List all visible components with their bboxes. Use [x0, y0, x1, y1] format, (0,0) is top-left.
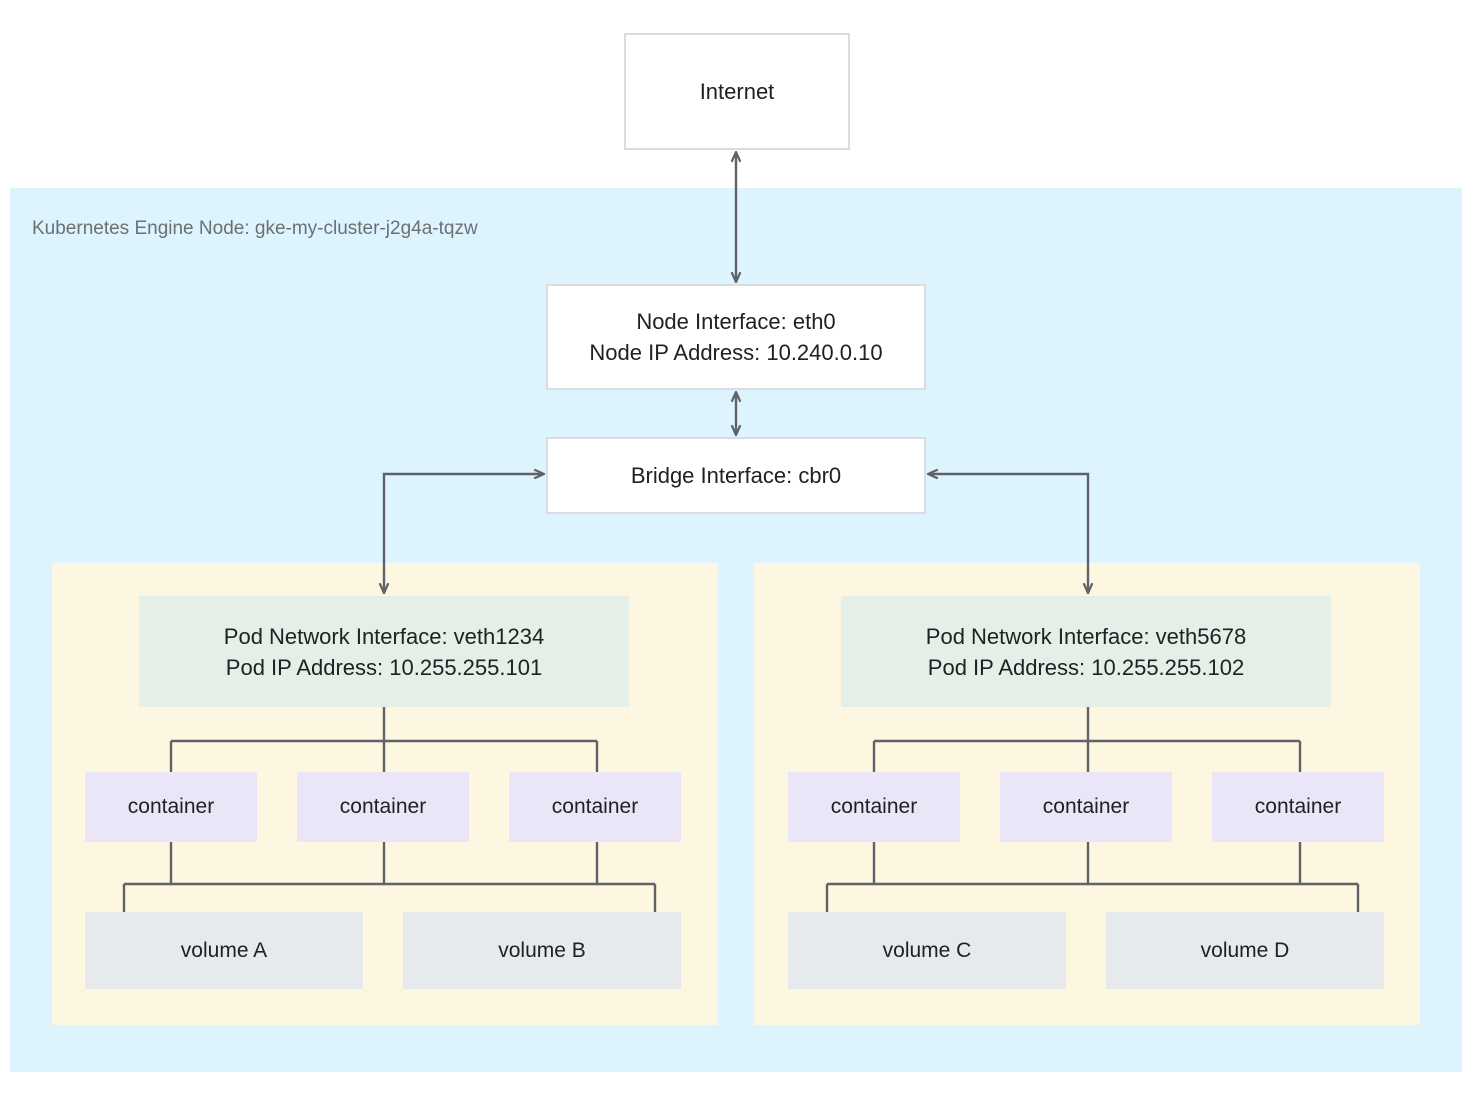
node-interface-name: Node Interface: eth0 [636, 309, 836, 334]
node-ip-address: Node IP Address: 10.240.0.10 [589, 340, 883, 365]
volume-box[interactable]: volume D [1106, 912, 1384, 989]
container-box[interactable]: container [1212, 772, 1384, 842]
pod-left-ip-address: Pod IP Address: 10.255.255.101 [225, 654, 543, 680]
container-box[interactable]: container [509, 772, 681, 842]
pod-right-ip-address: Pod IP Address: 10.255.255.102 [927, 654, 1245, 680]
pod-left-interface-name: Pod Network Interface: veth1234 [223, 623, 545, 649]
bridge-interface-box[interactable]: Bridge Interface: cbr0 [546, 437, 926, 514]
pod-network-interface-left[interactable]: Pod Network Interface: veth1234 Pod IP A… [139, 596, 629, 707]
volume-label: volume A [180, 938, 268, 962]
container-label: container [1254, 795, 1342, 818]
container-label: container [830, 795, 918, 818]
container-label: container [1042, 795, 1130, 818]
pod-right-interface-name: Pod Network Interface: veth5678 [925, 623, 1247, 649]
volume-box[interactable]: volume A [85, 912, 363, 989]
container-label: container [339, 795, 427, 818]
volume-box[interactable]: volume C [788, 912, 1066, 989]
container-box[interactable]: container [297, 772, 469, 842]
node-interface-box[interactable]: Node Interface: eth0 Node IP Address: 10… [546, 284, 926, 390]
internet-label: Internet [699, 78, 775, 104]
container-box[interactable]: container [788, 772, 960, 842]
container-box[interactable]: container [1000, 772, 1172, 842]
internet-box[interactable]: Internet [624, 33, 850, 150]
volume-label: volume B [498, 938, 586, 962]
pod-network-interface-right[interactable]: Pod Network Interface: veth5678 Pod IP A… [841, 596, 1331, 707]
volume-label: volume D [1200, 938, 1290, 962]
bridge-interface-label: Bridge Interface: cbr0 [630, 462, 842, 488]
container-label: container [551, 795, 639, 818]
node-region-label: Kubernetes Engine Node: gke-my-cluster-j… [32, 218, 478, 239]
container-box[interactable]: container [85, 772, 257, 842]
container-label: container [127, 795, 215, 818]
volume-label: volume C [882, 938, 972, 962]
volume-box[interactable]: volume B [403, 912, 681, 989]
